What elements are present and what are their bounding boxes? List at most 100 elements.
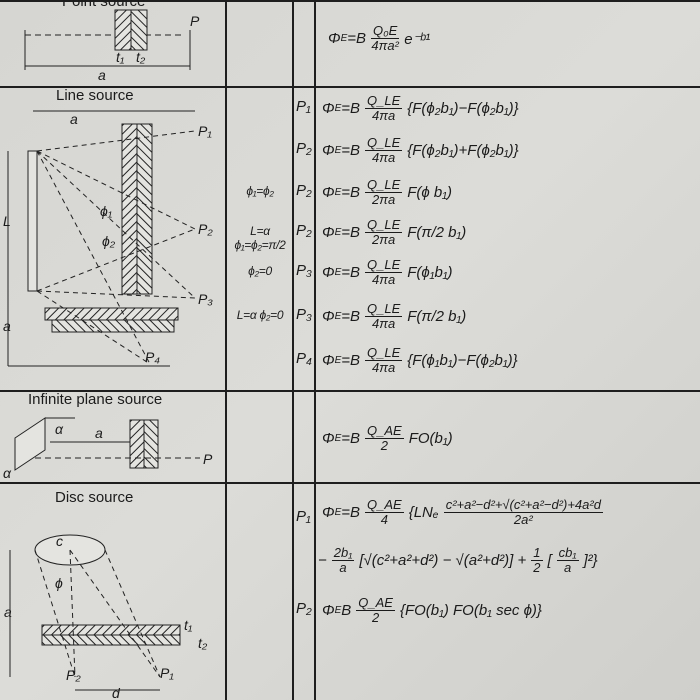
minus: − bbox=[318, 552, 327, 569]
point-label: P₂ bbox=[296, 182, 312, 199]
point-a-label: a bbox=[98, 67, 106, 83]
numerator: Q₀E bbox=[371, 23, 400, 39]
formula-rest: F(ϕ b₁) bbox=[407, 184, 452, 201]
phi-symbol: Φ bbox=[322, 504, 335, 521]
numerator: c²+a²−d²+√(c²+a²−d²)+4a²d bbox=[443, 497, 603, 513]
denominator: 2πa bbox=[372, 232, 396, 247]
numerator: 1 bbox=[531, 545, 543, 561]
line-p4-label: P₄ bbox=[145, 349, 160, 365]
equals: =B bbox=[341, 224, 360, 241]
subscript: E bbox=[340, 33, 348, 44]
point-label: P₃ bbox=[296, 306, 312, 323]
formula-rest: FO(b₁) bbox=[408, 430, 453, 447]
line-a-label: a bbox=[70, 111, 78, 127]
point-source-diagram: Point source P a t₁ t₂ bbox=[24, 0, 200, 83]
condition-label: ϕ₂=0 bbox=[248, 264, 272, 278]
denominator: 4πa² bbox=[371, 38, 399, 53]
condition-label: L=α ϕ₂=0 bbox=[236, 308, 284, 322]
plane-alpha-label: α bbox=[55, 421, 64, 437]
line-phi1-label: ϕ₁ bbox=[100, 203, 113, 219]
denominator: 4πa bbox=[372, 272, 396, 287]
point-label: P₂ bbox=[296, 140, 312, 157]
close-bracket: ]²} bbox=[583, 552, 598, 569]
equals: =B bbox=[341, 142, 360, 159]
numerator: Q_LE bbox=[365, 345, 403, 361]
formula-rest: e⁻ᵇ¹ bbox=[404, 30, 431, 48]
subscript: E bbox=[334, 145, 342, 156]
plane-alpha2-label: α bbox=[3, 465, 12, 481]
plane-p-label: P bbox=[203, 451, 213, 467]
subscript: E bbox=[334, 103, 342, 114]
sqrt-term: [√(c²+a²+d²) − √(a²+d²)] + bbox=[359, 552, 527, 569]
subscript: E bbox=[334, 605, 342, 616]
denominator: 4πa bbox=[372, 150, 396, 165]
point-label: P₁ bbox=[296, 98, 311, 115]
numerator: Q_LE bbox=[365, 217, 403, 233]
denominator: 2 bbox=[533, 560, 541, 575]
line-L-label: L bbox=[3, 213, 11, 229]
subscript: E bbox=[334, 227, 342, 238]
plane-source-diagram: Infinite plane source α a α P bbox=[3, 391, 213, 481]
equals: =B bbox=[341, 100, 360, 117]
phi-symbol: Φ bbox=[322, 430, 335, 447]
point-label: P₃ bbox=[296, 262, 312, 279]
point-t1-label: t₁ bbox=[116, 49, 125, 65]
equals: =B bbox=[341, 264, 360, 281]
condition-label: L=α ϕ₁=ϕ₂=π/2 bbox=[234, 224, 286, 252]
numerator: cb₁ bbox=[556, 545, 579, 561]
disc-p2-label: P₂ bbox=[66, 667, 81, 683]
phi-symbol: Φ bbox=[322, 224, 335, 241]
formula-rest: {FO(b₁) FO(b₁ sec ϕ)} bbox=[399, 602, 542, 619]
disc-d-label: d bbox=[112, 685, 121, 700]
point-p-label: P bbox=[190, 13, 200, 29]
disc-a-label: a bbox=[4, 604, 12, 620]
numerator: Q_LE bbox=[365, 257, 403, 273]
disc-t1-label: t₁ bbox=[184, 617, 193, 633]
ln-term: {LNₑ bbox=[408, 504, 439, 521]
point-label: P₄ bbox=[296, 350, 313, 367]
row-divider bbox=[0, 0, 700, 2]
numerator: Q_AE bbox=[365, 497, 404, 513]
denominator: 4πa bbox=[372, 316, 396, 331]
phi-symbol: Φ bbox=[322, 100, 335, 117]
plane-a-label: a bbox=[95, 425, 103, 441]
denominator: 4 bbox=[380, 512, 388, 527]
row-divider bbox=[0, 390, 700, 392]
subscript: E bbox=[334, 311, 342, 322]
disc-p2-point: P₂ bbox=[296, 600, 312, 617]
equals: =B bbox=[341, 308, 360, 325]
formula-rest: {F(ϕ₂b₁)+F(ϕ₂b₁)} bbox=[407, 142, 519, 159]
disc-t2-label: t₂ bbox=[198, 635, 208, 651]
denominator: 4πa bbox=[372, 108, 396, 123]
phi-symbol: Φ bbox=[328, 30, 341, 47]
denominator: 2 bbox=[380, 438, 388, 453]
subscript: E bbox=[334, 267, 342, 278]
line-p3-label: P₃ bbox=[198, 291, 213, 307]
numerator: 2b₁ bbox=[331, 545, 355, 561]
disc-c-label: c bbox=[56, 533, 63, 549]
column-divider bbox=[292, 0, 294, 700]
formula-rest: {F(ϕ₂b₁)−F(ϕ₂b₁)} bbox=[407, 100, 519, 117]
column-divider bbox=[314, 0, 316, 700]
denominator: 2 bbox=[371, 610, 380, 625]
line-p1-label: P₁ bbox=[198, 123, 212, 139]
numerator: Q_LE bbox=[365, 93, 403, 109]
phi-symbol: Φ bbox=[322, 142, 335, 159]
formula-rest: F(ϕ₁b₁) bbox=[407, 264, 453, 281]
equals: =B bbox=[341, 504, 360, 521]
equals: =B bbox=[347, 30, 366, 47]
